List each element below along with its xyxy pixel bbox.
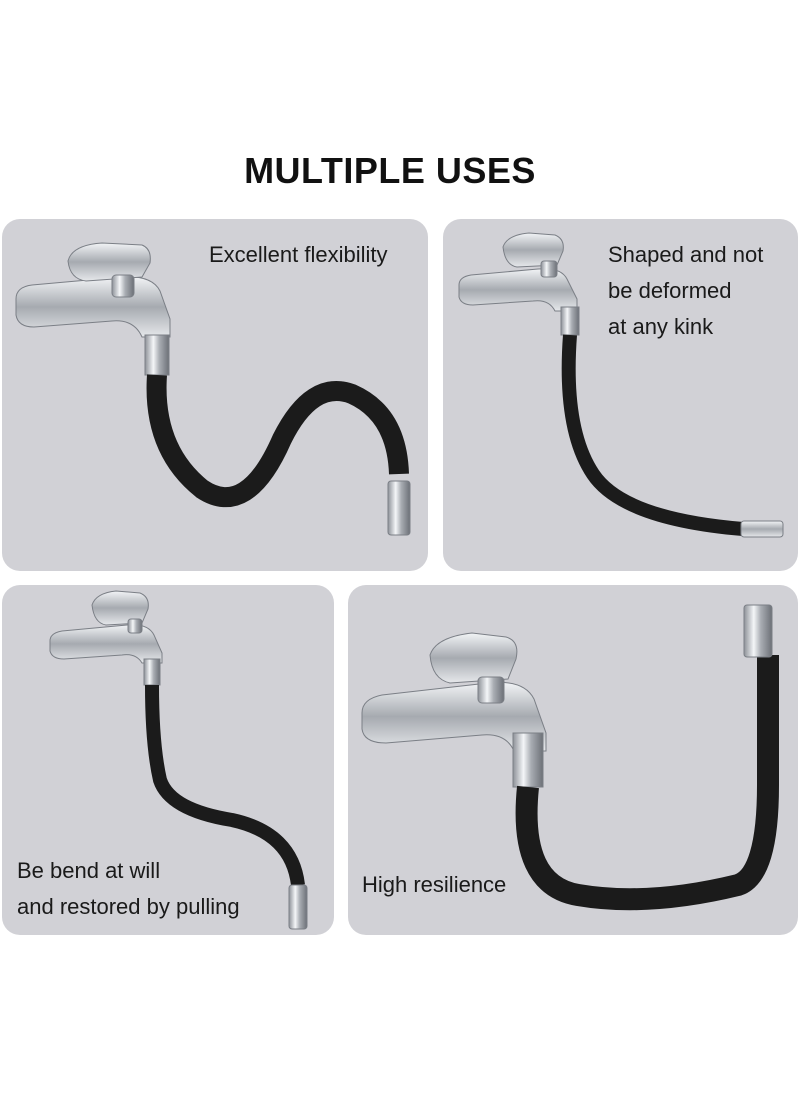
faucet-hose-bend-image (49, 590, 308, 930)
faucet-hose-s-curve-image (15, 242, 411, 536)
caption-line: at any kink (608, 314, 714, 339)
page-title: MULTIPLE USES (244, 150, 536, 191)
faucet-hose-kink-image (458, 232, 784, 538)
panel-high-resilience: High resilience (348, 585, 798, 935)
caption-line: Be bend at will (17, 858, 161, 883)
panel-bend-at-will: Be bend at will and restored by pulling (2, 585, 334, 935)
caption-line: High resilience (362, 872, 507, 897)
panel-shaped-not-deformed: Shaped and not be deformed at any kink (443, 219, 798, 571)
panel-caption: Excellent flexibility (209, 237, 388, 273)
panel-caption: Shaped and not be deformed at any kink (608, 237, 763, 345)
caption-line: and restored by pulling (17, 894, 240, 919)
caption-line: Excellent flexibility (209, 242, 388, 267)
caption-line: be deformed (608, 278, 732, 303)
panel-caption: High resilience (362, 867, 506, 903)
faucet-hose-u-shape-image (361, 604, 779, 911)
panel-excellent-flexibility: Excellent flexibility (2, 219, 428, 571)
panel-caption: Be bend at will and restored by pulling (17, 853, 240, 925)
caption-line: Shaped and not (608, 242, 764, 267)
